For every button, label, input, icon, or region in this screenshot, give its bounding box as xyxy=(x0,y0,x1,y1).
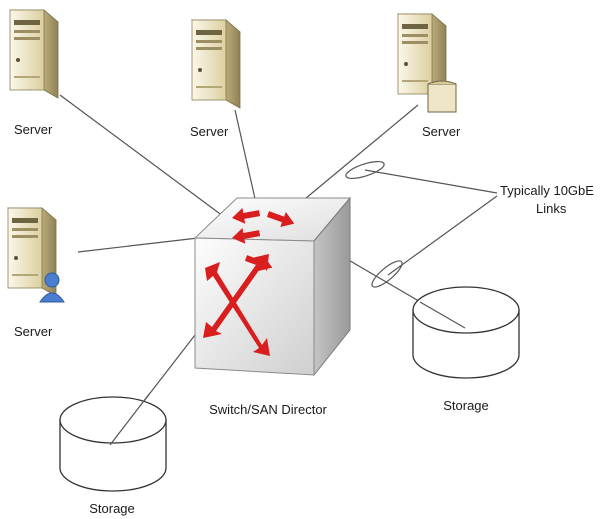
server-left xyxy=(7,207,65,303)
link-server-top-left xyxy=(59,94,236,226)
storage-right xyxy=(412,286,520,379)
document-badge-icon xyxy=(427,80,457,113)
switch-arrows-front xyxy=(203,254,270,356)
label-server-left: Server xyxy=(14,324,53,339)
link-marker-upper xyxy=(345,160,385,180)
user-badge-icon xyxy=(39,272,65,303)
storage-bottom xyxy=(59,396,167,492)
label-server-top-left: Server xyxy=(14,122,53,137)
server-top-mid xyxy=(191,19,241,109)
connection-lines xyxy=(59,94,498,446)
server-icon xyxy=(9,9,59,99)
label-server-top-right: Server xyxy=(422,124,461,139)
server-top-right xyxy=(397,13,457,113)
link-server-top-mid xyxy=(234,109,259,213)
server-top-left xyxy=(9,9,59,99)
switch-san-director xyxy=(193,196,352,377)
annotation-leader-lower xyxy=(387,195,498,276)
link-marker-lower xyxy=(371,260,403,288)
server-icon xyxy=(191,19,241,109)
link-server-left xyxy=(77,237,199,253)
label-switch: Switch/SAN Director xyxy=(209,402,327,417)
label-storage-bottom: Storage xyxy=(89,501,135,516)
annotation-10gbe-line2: Links xyxy=(536,201,567,216)
label-storage-right: Storage xyxy=(443,398,489,413)
label-server-top-mid: Server xyxy=(190,124,229,139)
annotation-leader-upper xyxy=(364,169,498,194)
annotation-10gbe-line1: Typically 10GbE xyxy=(500,183,594,198)
switch-front-face xyxy=(194,237,315,376)
